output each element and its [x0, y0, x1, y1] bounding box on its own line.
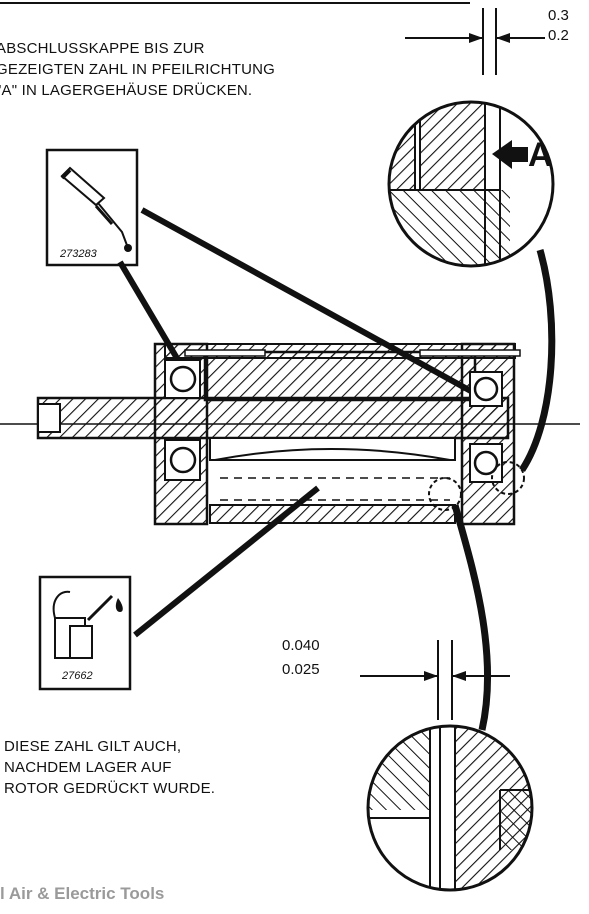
- dim-bottom-upper: 0.040: [282, 637, 320, 654]
- instruction-top-line-1: ABSCHLUSSKAPPE BIS ZUR: [0, 40, 205, 57]
- instruction-top-line-2: GEZEIGTEN ZAHL IN PFEILRICHTUNG: [0, 61, 276, 78]
- grease-gun-part-number: 273283: [60, 248, 97, 260]
- grease-gun-tool: [45, 148, 139, 267]
- detail-circle-bottom: [366, 724, 534, 892]
- motor-assembly: [36, 342, 525, 526]
- dimension-top: [405, 8, 545, 75]
- instruction-top: ABSCHLUSSKAPPE BIS ZUR GEZEIGTEN ZAHL IN…: [0, 38, 275, 101]
- oil-can-icon: [52, 590, 123, 659]
- grease-gun-icon: [60, 166, 132, 252]
- instruction-bottom: DIESE ZAHL GILT AUCH, NACHDEM LAGER AUF …: [4, 736, 215, 799]
- dim-top-upper: 0.3: [548, 7, 569, 24]
- arrow-a-icon: [492, 140, 528, 169]
- oil-can-tool: [38, 575, 132, 691]
- instruction-bottom-line-2: NACHDEM LAGER AUF: [4, 759, 172, 776]
- dim-top-lower: 0.2: [548, 27, 569, 44]
- instruction-bottom-line-1: DIESE ZAHL GILT AUCH,: [4, 738, 182, 755]
- instruction-bottom-line-3: ROTOR GEDRÜCKT WURDE.: [4, 780, 216, 797]
- dimension-bottom: [360, 640, 510, 720]
- arrow-a-label: A: [528, 136, 553, 174]
- dim-bottom-lower: 0.025: [282, 661, 320, 678]
- footer-brand: l Air & Electric Tools: [0, 884, 165, 903]
- instruction-top-line-3: "A" IN LAGERGEHÄUSE DRÜCKEN.: [0, 82, 253, 99]
- detail-circle-top: [387, 100, 555, 268]
- oil-can-part-number: 27662: [62, 670, 93, 682]
